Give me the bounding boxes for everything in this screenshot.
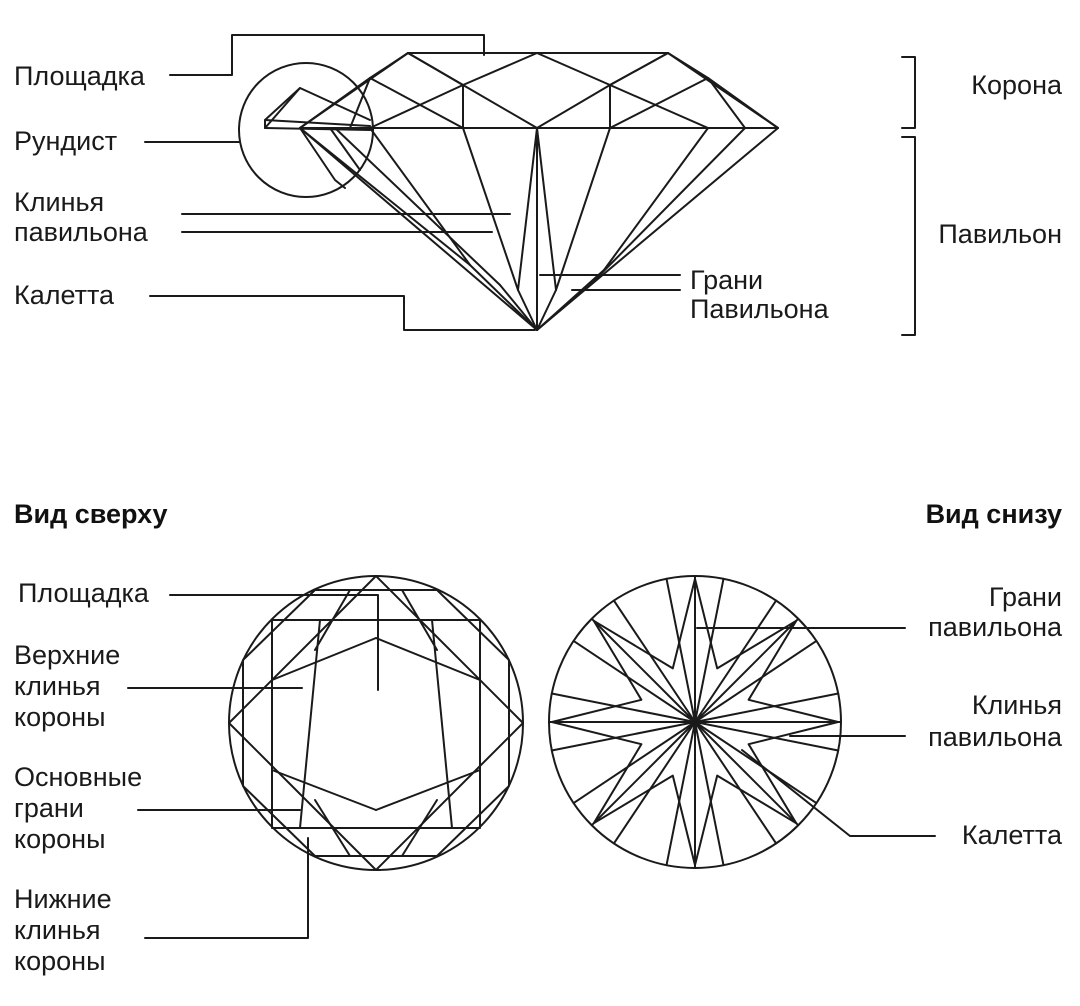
bottom-view-diamond [548,575,842,869]
pavilion-facet-line [694,577,725,723]
label-main-facets-1: Основные [14,762,142,792]
pavilion-main-rays [548,575,842,869]
pavilion-facet-line [572,721,696,805]
label-bottom-pavilion-wedges-1: Клинья [972,690,1062,720]
label-pavilion-facets-line2: Павильона [690,294,830,324]
pavilion-facet-line [665,721,696,867]
pavilion-facet-line [694,721,778,845]
pavilion-main-ray [590,721,696,827]
pavilion-bracket [901,136,916,336]
label-bottom-pavilion-facets-1: Грани [989,582,1062,612]
leader-lower-wedges [144,837,309,939]
top-view-heading: Вид сверху [14,499,168,529]
table-square-a [271,619,481,829]
pavilion-main-ray [694,617,800,723]
pavilion-star [550,577,840,867]
crown-bracket [901,56,916,129]
pavilion-main-ray [694,721,800,827]
crown-star-facets [407,52,669,86]
pavilion-facet-line [572,639,696,723]
label-bottom-pavilion-wedges-2: павильона [928,722,1063,752]
pavilion-facet-line [694,721,725,867]
girdle-magnifier-circle [238,62,374,198]
label-pavilion-wedges-line2: павильона [14,217,149,247]
pavilion-facet-line [665,577,696,723]
label-pavilion-wedges-line1: Клинья [14,187,104,217]
top-view-leaders [127,594,379,939]
pavilion-facet-line [694,692,840,723]
label-bottom-pavilion-facets-2: павильона [928,612,1063,642]
label-top-table: Площадка [18,578,150,608]
table-outline [242,589,510,857]
pavilion-star-outline [550,577,840,867]
table-square-b [228,575,524,871]
label-lower-wedges-3: короны [14,946,105,976]
label-pavilion: Павильон [938,219,1062,249]
bottom-view-leaders [696,627,936,837]
side-view-diamond [238,52,779,331]
label-culet: Калетта [14,280,115,310]
pavilion-facet-line [612,721,696,845]
leader-top-table [169,594,379,691]
pavilion-facet-line [694,721,818,805]
pavilion-facet-line [550,692,696,723]
pavilion-facet-line [550,721,696,752]
pavilion-facet-line [694,599,778,723]
leader-bottom-culet [741,749,936,837]
bottom-view-heading: Вид снизу [926,499,1062,529]
pavilion-main-ray [590,617,696,723]
label-lower-wedges-2: клинья [14,915,101,945]
label-main-facets-3: короны [14,824,105,854]
side-view-leaders [144,34,916,336]
top-view-diamond [228,575,524,871]
label-girdle: Рундист [14,126,117,156]
pavilion-facet-line [694,721,840,752]
leader-table [169,34,485,76]
label-upper-wedges-1: Верхние [14,640,120,670]
pavilion-facet-line [612,599,696,723]
label-lower-wedges-1: Нижние [14,884,112,914]
pavilion-facet-line [694,639,818,723]
label-main-facets-2: грани [14,793,84,823]
label-table: Площадка [14,61,146,91]
label-crown: Корона [971,70,1063,100]
label-bottom-culet: Калетта [962,820,1063,850]
label-pavilion-facets-line1: Грани [690,265,763,295]
label-upper-wedges-2: клинья [14,671,101,701]
leader-culet [149,295,536,331]
label-upper-wedges-3: короны [14,702,105,732]
